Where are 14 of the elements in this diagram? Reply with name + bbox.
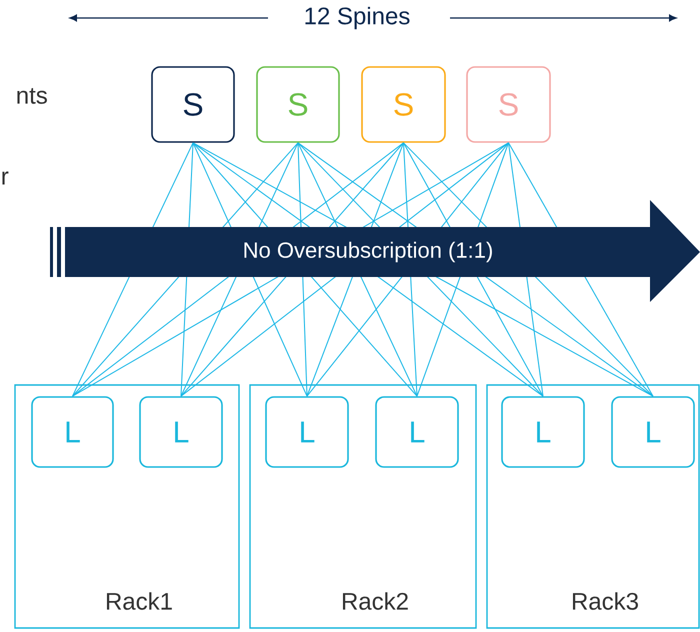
spine-switch-box: S	[466, 66, 551, 143]
label-text: r	[2, 172, 8, 184]
leaf-switch-box: L	[375, 396, 459, 468]
spine-switch-box: S	[361, 66, 446, 143]
leaf-switch-box: L	[501, 396, 585, 468]
label-text: No Oversubscription (1:1)	[244, 242, 492, 262]
leaf-switch-box: L	[611, 396, 695, 468]
leaf-switch-box: L	[265, 396, 349, 468]
label-text: 12 Spines	[305, 6, 410, 30]
spine-switch-box: S	[151, 66, 235, 143]
leaf-switch-box: L	[139, 396, 223, 468]
leaf-switch-box: L	[31, 396, 114, 468]
spine-switch-box: S	[256, 66, 340, 143]
label-text: nts	[17, 88, 47, 104]
